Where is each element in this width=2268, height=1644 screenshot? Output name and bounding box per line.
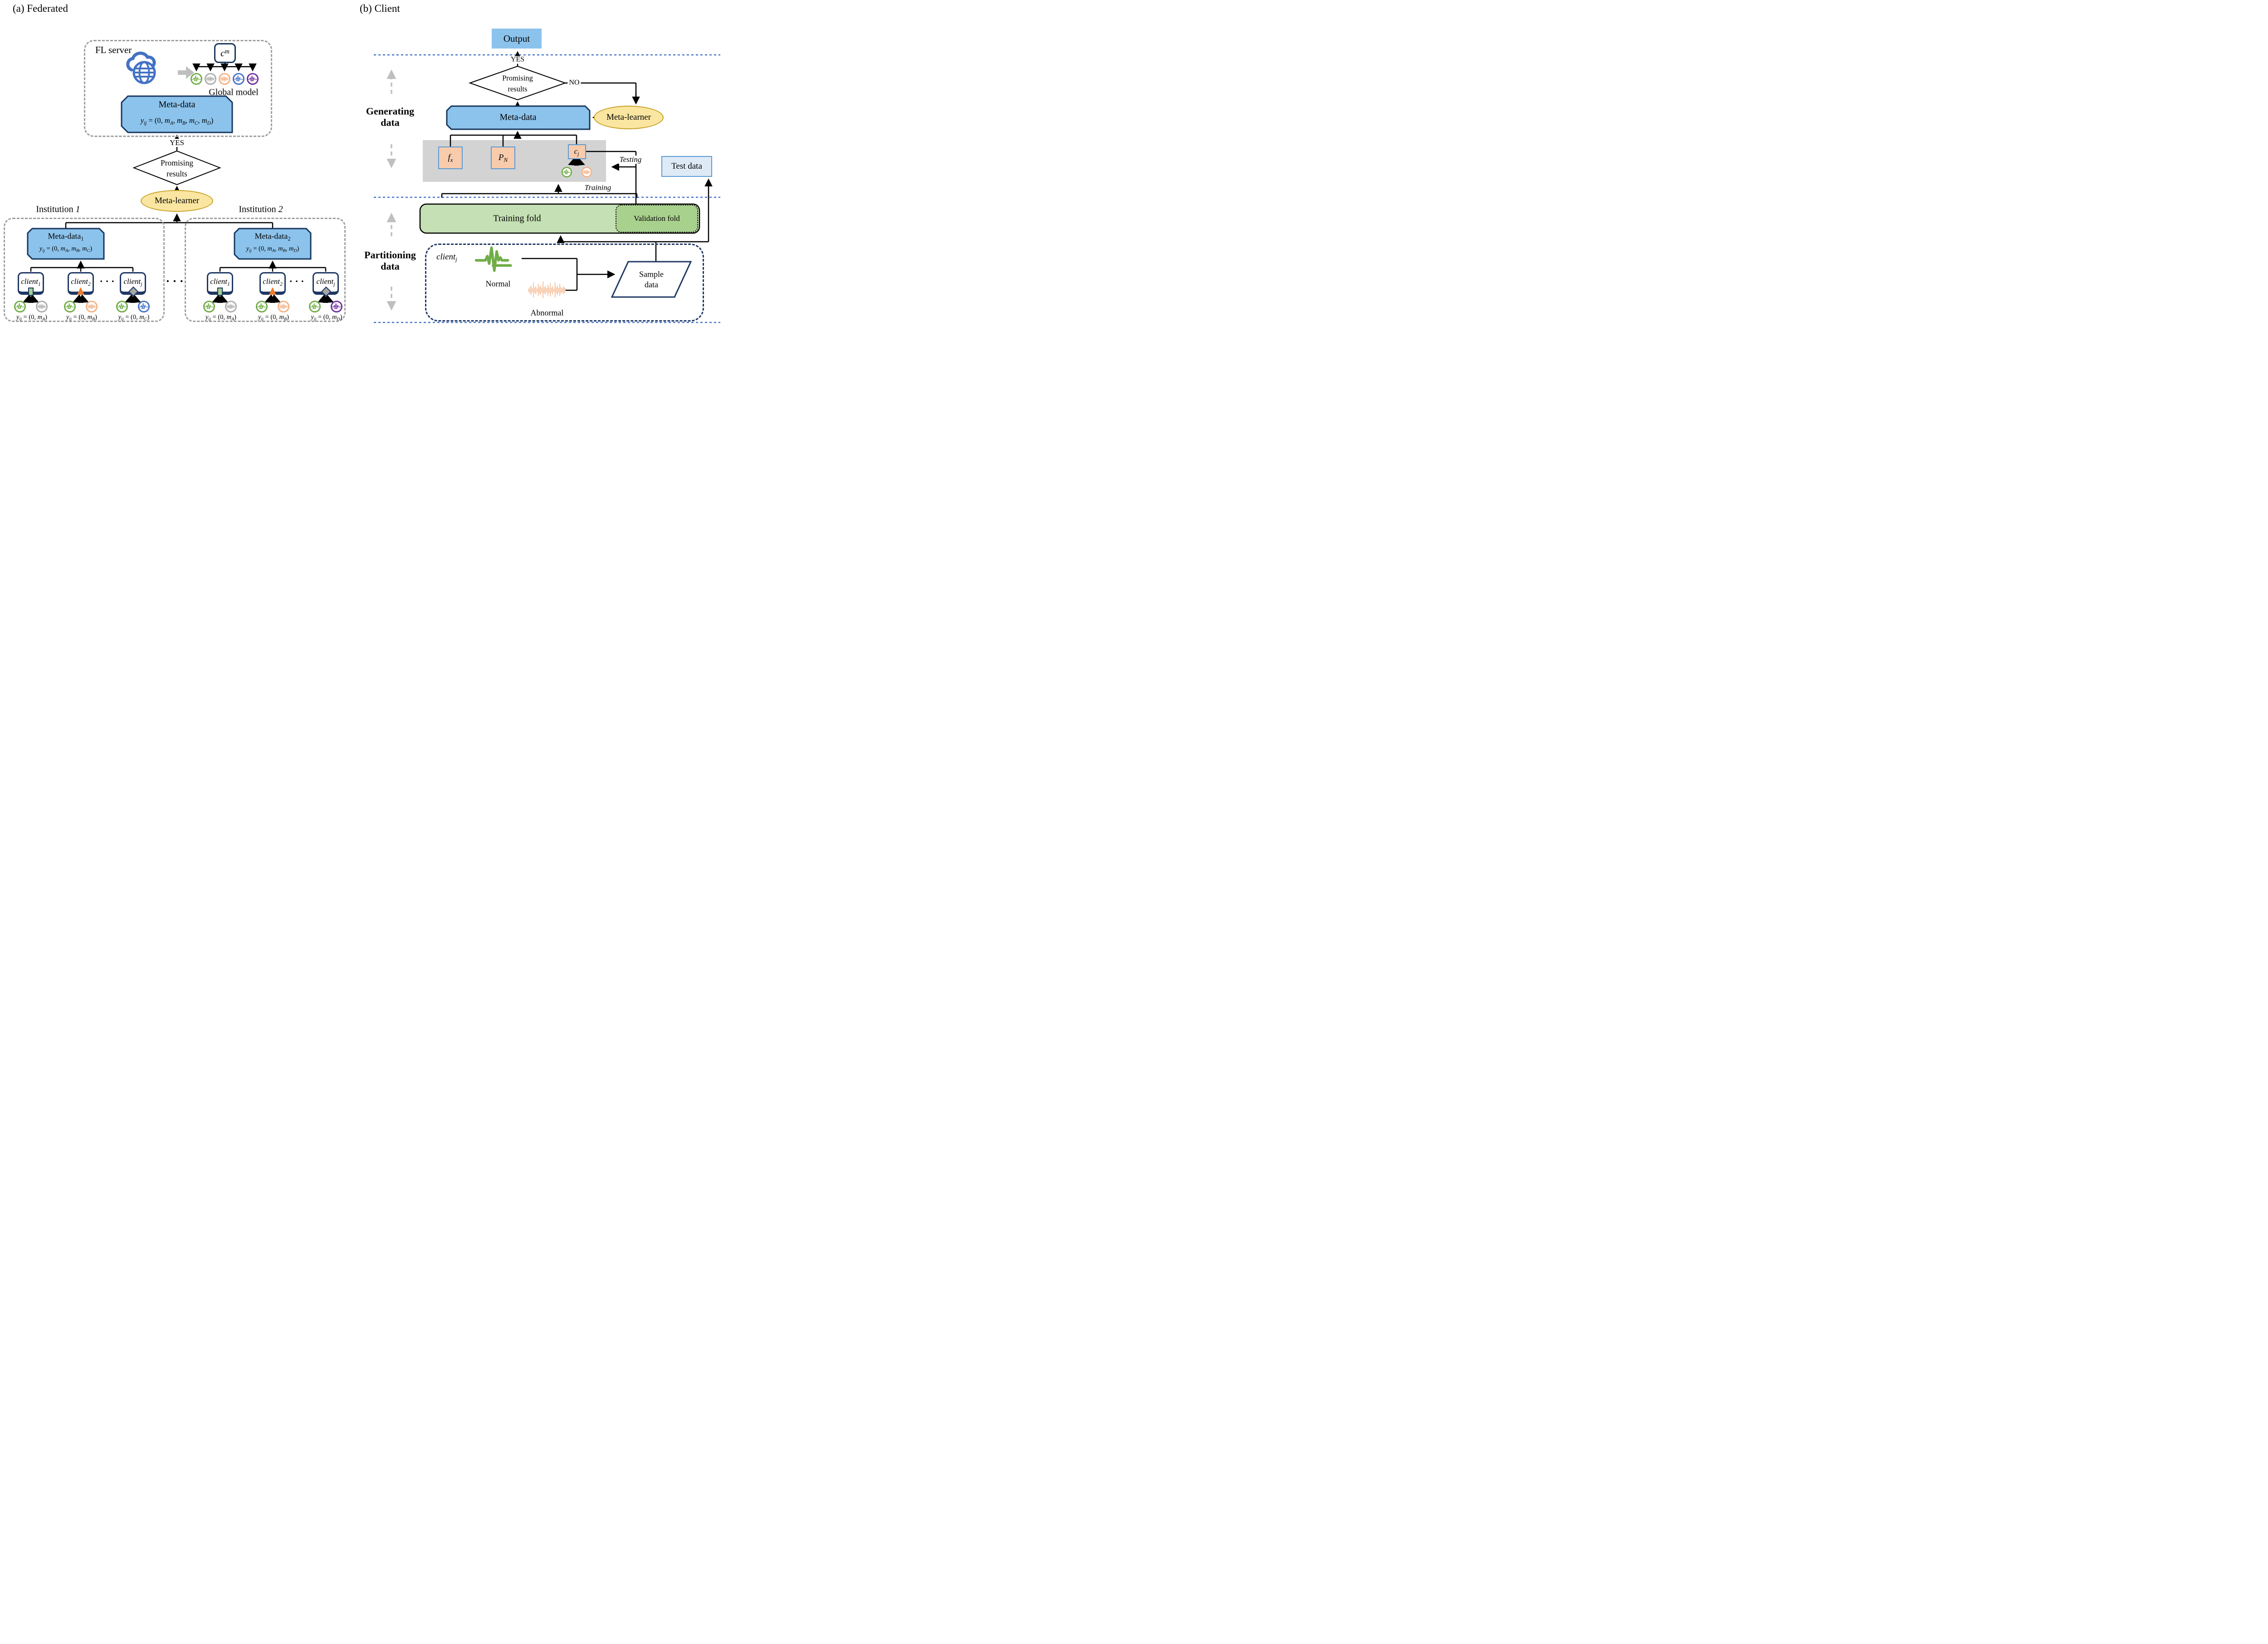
client-1-equation: yij = (0, mA)	[205, 313, 237, 322]
training-fold-label: Training fold	[493, 213, 541, 224]
institution-2-container	[185, 218, 346, 322]
testing-label: Testing	[618, 156, 643, 164]
partitioning-data-line2: data	[381, 260, 400, 272]
normal-label: Normal	[485, 279, 511, 288]
signal-icon-orange-noise	[581, 166, 592, 178]
validation-fold-label: Validation fold	[634, 214, 680, 223]
ellipsis: · · ·	[289, 275, 304, 287]
client-2-label: client2	[263, 277, 283, 287]
marker-rect-icon	[217, 288, 223, 296]
generating-data-line1: Generating	[366, 105, 415, 117]
feature-box-fx	[438, 146, 463, 169]
client-1-equation: yij = (0, mA)	[16, 313, 48, 322]
global-model-label: Global model	[209, 87, 259, 98]
yes-label-a: YES	[168, 139, 186, 147]
meta-data-1-shape	[27, 228, 105, 260]
global-classifier-label: cm	[220, 47, 230, 59]
meta-data-a-equation: yij = (0, mA, mB, mC, mD)	[140, 116, 214, 126]
ellipsis: · · ·	[166, 274, 184, 288]
partitioning-data-line1: Partitioning	[364, 249, 416, 261]
panel-b-title: (b) Client	[360, 3, 400, 14]
client-j-label: clientj	[316, 277, 335, 287]
output-box	[492, 29, 542, 49]
meta-learner-a-label: Meta-learner	[154, 196, 200, 206]
sample-data-line1: Sample	[639, 269, 664, 279]
diamond-b-line1: Promising	[502, 73, 533, 83]
institution-1-label: Institution 1	[34, 205, 82, 215]
ellipsis: · · ·	[99, 275, 115, 287]
figure-canvas: cm Output Test data fx PN cj Meta-learne…	[0, 0, 722, 329]
yes-label-b: YES	[509, 56, 526, 64]
cj-label: cj	[574, 147, 579, 157]
sample-data-line2: data	[645, 280, 658, 289]
abnormal-label: Abnormal	[530, 308, 564, 317]
model-bracket	[450, 134, 577, 146]
global-classifier-box	[214, 43, 236, 63]
fx-label: fx	[448, 153, 453, 164]
client-branches	[23, 294, 334, 303]
diamond-a-line2: results	[166, 169, 187, 178]
fl-server-label: FL server	[95, 44, 132, 55]
test-data-label: Test data	[671, 161, 702, 171]
meta-data-b-label: Meta-data	[499, 112, 537, 122]
meta-data-1-equation: yij = (0, mA, mB, mC)	[39, 245, 93, 254]
pn-label: PN	[498, 153, 508, 164]
diamond-a-line1: Promising	[161, 158, 193, 167]
client-2-label: client2	[71, 277, 91, 287]
client-2-equation: yij = (0, mB)	[258, 313, 289, 322]
client-j-equation: yij = (0, mC)	[118, 313, 150, 322]
training-bracket	[441, 193, 638, 198]
client-j-container	[425, 244, 704, 322]
generating-data-line2: data	[381, 117, 400, 128]
meta-data-2-title: Meta-data2	[254, 231, 291, 242]
promising-results-diamond-b	[468, 65, 567, 101]
marker-triangle-icon	[269, 287, 276, 295]
client-2-equation: yij = (0, mB)	[66, 313, 98, 322]
meta-data-2-equation: yij = (0, mA, mB, mD)	[246, 245, 299, 254]
meta-data-a-title: Meta-data	[158, 99, 196, 110]
diamond-b-line2: results	[508, 84, 528, 93]
output-label: Output	[503, 33, 530, 44]
signal-icon-green-ecg	[561, 166, 572, 178]
client-j-label: clientj	[123, 277, 142, 287]
training-label: Training	[583, 184, 613, 192]
sample-data-shape	[611, 261, 692, 298]
meta-data-2-shape	[234, 228, 312, 260]
institution-1-container	[4, 218, 165, 322]
institution-2-label: Institution 2	[237, 205, 284, 215]
marker-rect-icon	[28, 288, 34, 296]
meta-data-a-shape	[121, 95, 233, 133]
validation-fold-shape	[616, 205, 698, 233]
meta-data-b-shape	[446, 105, 591, 130]
meta-data-1-title: Meta-data1	[48, 231, 84, 242]
meta-learner-a	[141, 190, 213, 212]
panel-a-title: (a) Federated	[13, 3, 68, 14]
sample-feed-line	[561, 241, 709, 261]
test-data-box	[661, 156, 712, 177]
meta-learner-b-label: Meta-learner	[606, 112, 651, 122]
client-1-label: client1	[210, 277, 230, 287]
marker-triangle-icon	[77, 287, 84, 295]
promising-results-diamond-a	[132, 150, 221, 185]
feature-box-pn	[491, 146, 515, 169]
client-j-equation: yij = (0, mD)	[311, 313, 342, 322]
client-1-label: client1	[21, 277, 41, 287]
cloud-globe-icon	[126, 51, 156, 84]
deploy-arrow-icon	[178, 66, 194, 79]
section-separators	[374, 54, 720, 323]
institution-junction-line	[65, 222, 274, 229]
no-label-b: NO	[567, 79, 581, 87]
client-j-b-label: clientj	[436, 252, 457, 263]
